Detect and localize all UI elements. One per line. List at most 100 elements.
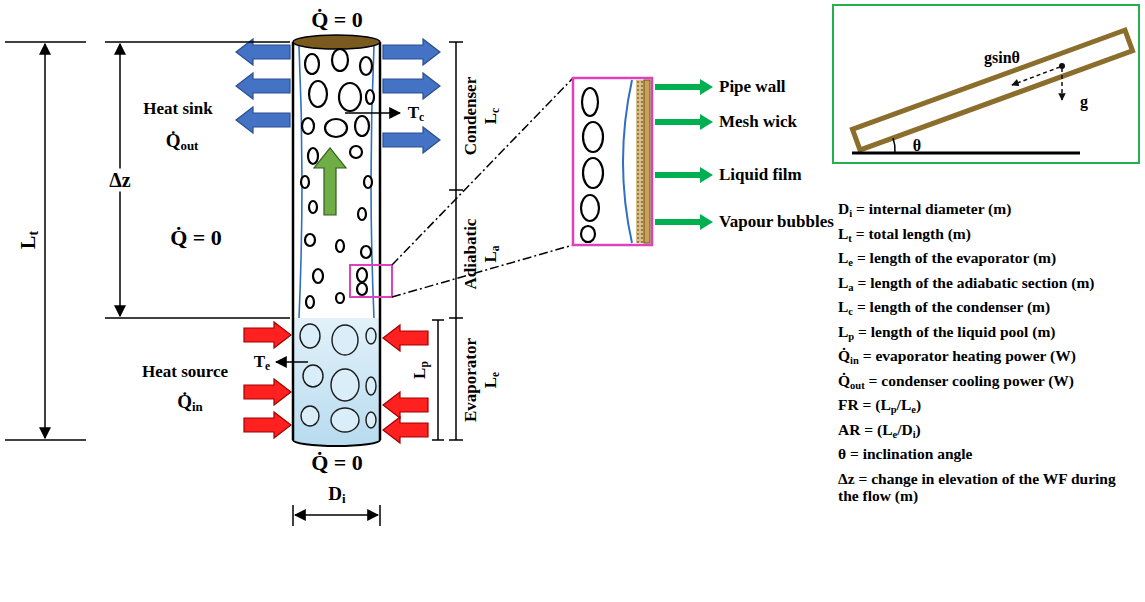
heat-in-arrow — [383, 392, 428, 418]
dimension-line — [105, 41, 290, 43]
vapour-bubble — [302, 118, 314, 134]
heat-out-arrow — [383, 73, 440, 99]
dimension-label: Lt — [17, 231, 40, 249]
boiling-bubble — [366, 328, 376, 344]
vapour-bubble — [336, 293, 344, 303]
heat-flow-label: Q̇ = 0 — [311, 7, 363, 32]
vapour-bubble — [350, 146, 362, 158]
heat-out-arrow — [236, 73, 290, 99]
inclined-pipe — [852, 30, 1132, 150]
boiling-bubble — [366, 377, 376, 395]
dimension-line — [44, 44, 46, 438]
section-label: Adiabatic — [461, 219, 481, 290]
callout-label: Vapour bubbles — [719, 212, 834, 232]
callout-label: Pipe wall — [719, 77, 786, 97]
symbol-label: Te — [254, 352, 270, 372]
horizontal-reference — [852, 152, 1080, 155]
vapour-bubble — [361, 246, 371, 258]
symbol-label: Q̇in — [177, 391, 203, 413]
vapour-bubble — [357, 283, 367, 295]
vapour-bubble — [305, 54, 319, 74]
callout-arrow — [655, 167, 713, 183]
vector-label: g — [1080, 93, 1088, 111]
dimension-line — [449, 41, 463, 43]
boiling-bubble — [331, 369, 359, 401]
dimension-line — [295, 514, 378, 516]
dimension-line — [449, 189, 463, 191]
boiling-bubble — [331, 408, 359, 432]
dimension-label: Δz — [107, 169, 132, 192]
liquid-film — [623, 80, 632, 243]
dimension-label: Di — [328, 483, 345, 505]
vapour-bubble — [325, 119, 347, 137]
heat-in-arrow — [244, 379, 291, 405]
pipe-wall — [292, 42, 295, 440]
dimension-line — [432, 319, 444, 321]
vapour-bubble — [313, 269, 323, 283]
heat-in-arrow — [244, 412, 291, 438]
heat-in-arrow — [383, 325, 428, 351]
definition-text: θ = inclination angle — [838, 445, 1138, 463]
section-label: Evaporator — [461, 338, 481, 422]
callout-arrow — [655, 79, 713, 95]
definition-text: Lc = length of the condenser (m) — [838, 298, 1138, 316]
dimension-label: Le — [481, 372, 501, 388]
vapour-bubble — [364, 176, 372, 188]
callout-arrow — [655, 214, 713, 230]
pipe-body — [293, 42, 380, 440]
boiling-bubble — [303, 365, 323, 387]
zoom-box — [573, 78, 652, 245]
temperature-pointer — [276, 361, 308, 363]
vapour-bubble — [360, 57, 372, 75]
vapour-flow-arrow — [314, 148, 346, 215]
heat-in-arrow — [244, 322, 291, 348]
vapour-bubble — [583, 122, 603, 152]
temperature-pointer — [345, 112, 400, 114]
mesh-wick — [636, 80, 644, 243]
zoom-leader — [392, 245, 573, 297]
vapour-bubble — [581, 226, 595, 242]
angle-label: θ — [913, 137, 921, 155]
gravity-component — [1012, 67, 1060, 85]
vapour-bubble — [355, 116, 369, 136]
boiling-bubble — [300, 324, 320, 348]
definition-text: Q̇out = condenser cooling power (W) — [838, 372, 1138, 390]
dimension-line — [455, 42, 457, 440]
dimension-line — [105, 317, 290, 319]
definition-text: La = length of the adiabatic section (m) — [838, 274, 1138, 292]
heat-out-arrow — [236, 107, 290, 133]
heat-in-arrow — [383, 417, 428, 443]
angle-arc — [893, 138, 895, 153]
vapour-bubble — [582, 88, 598, 116]
vapour-bubble — [309, 201, 317, 213]
vapour-bubble — [581, 195, 599, 221]
dimension-line — [449, 317, 463, 319]
section-label: Heat source — [142, 362, 228, 382]
heat-flow-label: Q̇ = 0 — [170, 225, 222, 250]
inclined-pipe — [852, 30, 1132, 150]
section-label: Condenser — [461, 77, 481, 155]
dimension-label: Lp — [410, 361, 430, 379]
vapour-bubble — [306, 296, 314, 308]
section-label: Heat sink — [143, 99, 212, 119]
definition-text: Lt = total length (m) — [838, 225, 1138, 243]
dimension-label: La — [481, 245, 501, 262]
zoom-leader — [392, 78, 573, 265]
definition-text: Le = length of the evaporator (m) — [838, 249, 1138, 267]
dimension-line — [449, 439, 463, 441]
symbol-label: Q̇out — [166, 130, 199, 152]
boiling-bubble — [301, 406, 319, 426]
definition-text: FR = (Lp/Le) — [838, 396, 1138, 414]
liquid-pool — [293, 318, 380, 440]
heat-flow-label: Q̇ = 0 — [311, 450, 363, 475]
vapour-bubble — [308, 148, 318, 164]
vapour-bubble — [301, 176, 309, 188]
dimension-line — [437, 320, 439, 440]
vapour-bubble — [366, 90, 374, 104]
vapour-bubble — [309, 81, 327, 107]
dimension-label: Lc — [481, 108, 501, 124]
symbol-label: Tc — [408, 103, 424, 123]
callout-label: Mesh wick — [719, 112, 797, 132]
pipe-wall — [379, 42, 382, 440]
